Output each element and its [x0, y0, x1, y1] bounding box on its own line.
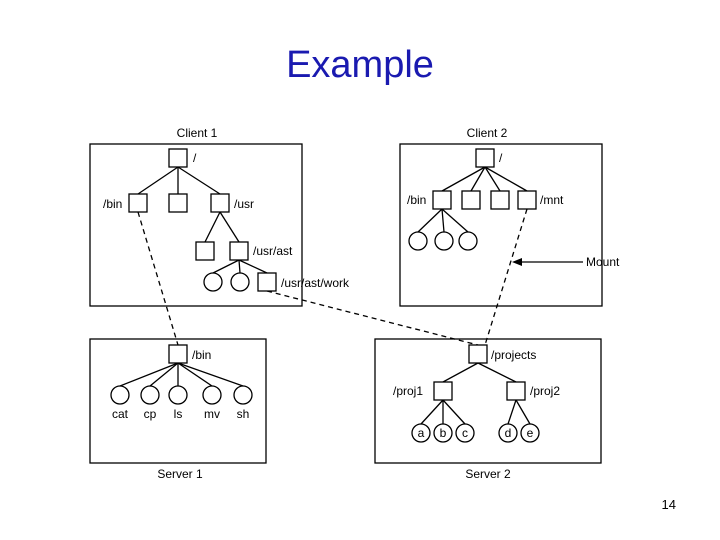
client1-file: [230, 272, 250, 292]
page-number: 14: [661, 497, 676, 512]
slide-title: Example: [286, 44, 434, 86]
server1-file-ls: [168, 385, 188, 405]
client1-usr-ast-work-dir: [257, 272, 277, 292]
server2-proj2-label: /proj2: [530, 384, 560, 398]
server2-file-d: [498, 423, 518, 443]
server1-bin-label: /bin: [192, 348, 211, 362]
server1-box: [89, 338, 267, 464]
client1-usr-ast-dir: [229, 241, 249, 261]
client2-dir: [490, 190, 510, 210]
server1-file-label: mv: [204, 407, 220, 421]
server1-bin-dir: [168, 344, 188, 364]
mount-label: Mount: [586, 255, 620, 269]
client1-root-dir: [168, 148, 188, 168]
server1-file-cat: [110, 385, 130, 405]
client1-usr-ast-work-label: /usr/ast/work: [281, 276, 350, 290]
client2-box: [399, 143, 603, 307]
server2-projects-label: /projects: [491, 348, 536, 362]
server2-proj1-dir: [433, 381, 453, 401]
server2-file-b: [433, 423, 453, 443]
client2-caption: Client 2: [467, 126, 508, 140]
server2-file-label: c: [462, 426, 468, 440]
client1-bin-dir: [128, 193, 148, 213]
server1-file-label: sh: [237, 407, 250, 421]
client2-dir: [461, 190, 481, 210]
client1-root-label: /: [193, 151, 197, 165]
server2-file-label: b: [440, 426, 447, 440]
mount-link-client1-work: [266, 290, 479, 346]
client2-bin-dir: [432, 190, 452, 210]
client2-root-label: /: [499, 151, 503, 165]
client1-dir: [168, 193, 188, 213]
client1-usr-ast-label: /usr/ast: [253, 244, 293, 258]
client1-bin-label: /bin: [103, 197, 122, 211]
server2-proj1-label: /proj1: [393, 384, 423, 398]
server2-caption: Server 2: [465, 467, 511, 481]
server1-file-cp: [140, 385, 160, 405]
client2-file: [434, 231, 454, 251]
server1-caption: Server 1: [157, 467, 203, 481]
client2-root-dir: [475, 148, 495, 168]
server2-projects-dir: [468, 344, 488, 364]
server2-file-c: [455, 423, 475, 443]
server1-file-label: ls: [174, 407, 183, 421]
mount-link-client1-bin: [137, 211, 179, 346]
server2-file-label: d: [505, 426, 512, 440]
server2-proj2-dir: [506, 381, 526, 401]
server2-box: [374, 338, 602, 464]
client2-mnt-label: /mnt: [540, 193, 564, 207]
client2-file: [458, 231, 478, 251]
client2-bin-label: /bin: [407, 193, 426, 207]
client1-usr-dir: [210, 193, 230, 213]
server2-file-a: [411, 423, 431, 443]
server2-file-e: [520, 423, 540, 443]
client1-caption: Client 1: [177, 126, 218, 140]
client1-dir: [195, 241, 215, 261]
server1-file-sh: [233, 385, 253, 405]
mount-link-client2-mnt: [484, 208, 528, 346]
server1-file-label: cat: [112, 407, 129, 421]
server1-file-mv: [202, 385, 222, 405]
client2-file: [408, 231, 428, 251]
mount-arrowhead: [512, 258, 522, 266]
server2-file-label: e: [527, 426, 534, 440]
server2-file-label: a: [418, 426, 425, 440]
client1-file: [203, 272, 223, 292]
client2-mnt-dir: [517, 190, 537, 210]
server1-file-label: cp: [144, 407, 157, 421]
client1-box: [89, 143, 303, 307]
client1-usr-label: /usr: [234, 197, 254, 211]
